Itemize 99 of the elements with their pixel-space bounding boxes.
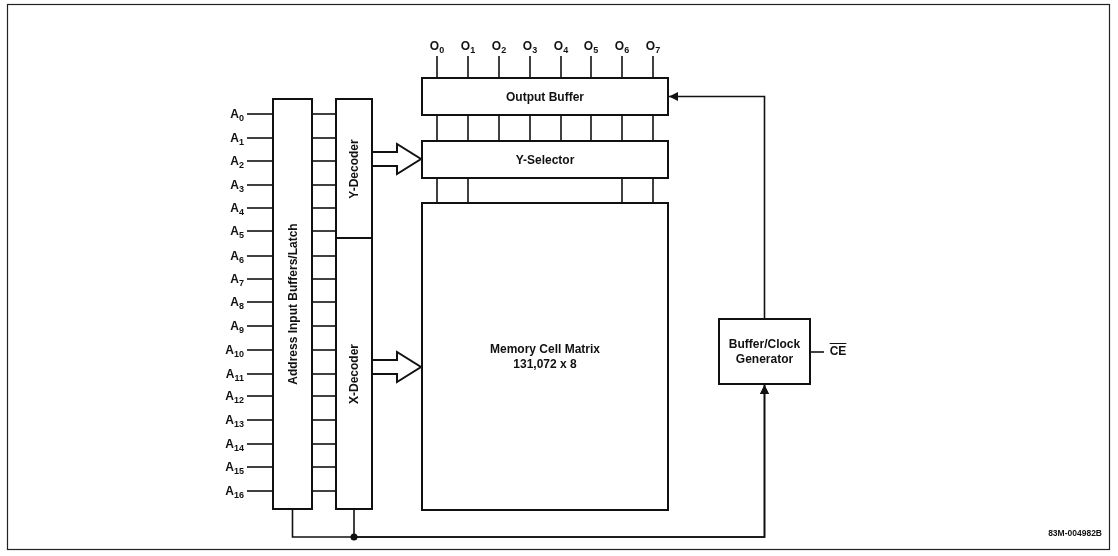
- pin-label: A$_{11}$: [212, 365, 244, 383]
- signal-line: [467, 55, 469, 78]
- signal-line: [312, 349, 336, 351]
- signal-line: [246, 419, 273, 421]
- block-label: Y-Decoder: [346, 138, 362, 199]
- signal-line: [312, 466, 336, 468]
- signal-line: [621, 55, 623, 78]
- signal-line: [312, 230, 336, 232]
- pin-label: A$_{12}$: [212, 387, 244, 405]
- pin-label: O$_{0}$: [423, 37, 451, 55]
- signal-line: [246, 466, 273, 468]
- pin-label: O$_{2}$: [485, 37, 513, 55]
- signal-line: [246, 349, 273, 351]
- signal-line: [498, 55, 500, 78]
- pin-label: A$_{4}$: [212, 199, 244, 217]
- signal-line: [621, 178, 623, 203]
- bus-arrow: [372, 350, 423, 384]
- pin-label: A$_{8}$: [212, 293, 244, 311]
- function-block: [335, 98, 373, 239]
- signal-line: [312, 255, 336, 257]
- signal-line: [312, 207, 336, 209]
- pin-label: A$_{15}$: [212, 458, 244, 476]
- signal-line: [246, 207, 273, 209]
- pin-label: A$_{14}$: [212, 435, 244, 453]
- signal-line: [246, 113, 273, 115]
- signal-line: [312, 137, 336, 139]
- pin-label: O$_{6}$: [608, 37, 636, 55]
- signal-line: [246, 443, 273, 445]
- pin-label: A$_{16}$: [212, 482, 244, 500]
- signal-line: [621, 115, 623, 141]
- pin-label: A$_{0}$: [212, 105, 244, 123]
- signal-line: [246, 160, 273, 162]
- signal-line: [590, 115, 592, 141]
- pin-label: A$_{2}$: [212, 152, 244, 170]
- arrow: [668, 92, 766, 319]
- signal-line: [312, 373, 336, 375]
- signal-line: [590, 55, 592, 78]
- pin-label: A$_{7}$: [212, 270, 244, 288]
- signal-line: [810, 351, 825, 353]
- block-label: Buffer/Clock Generator: [727, 336, 802, 367]
- pin-label: CE: [826, 342, 850, 360]
- signal-line: [652, 115, 654, 141]
- function-block: [272, 98, 313, 510]
- signal-line: [467, 115, 469, 141]
- drawing-number: 83M-004982B: [1047, 528, 1102, 538]
- pin-label: O$_{5}$: [577, 37, 605, 55]
- signal-line: [436, 178, 438, 203]
- signal-line: [246, 255, 273, 257]
- signal-line: [312, 113, 336, 115]
- signal-line: [246, 325, 273, 327]
- signal-line: [246, 230, 273, 232]
- signal-line: [498, 115, 500, 141]
- signal-line: [560, 55, 562, 78]
- signal-line: [312, 160, 336, 162]
- signal-line: [529, 115, 531, 141]
- pin-label: O$_{3}$: [516, 37, 544, 55]
- signal-line: [436, 55, 438, 78]
- block-label: Address Input Buffers/Latch: [285, 223, 300, 385]
- signal-line: [652, 55, 654, 78]
- signal-line: [652, 178, 654, 203]
- pin-label: A$_{1}$: [212, 129, 244, 147]
- function-block: [335, 237, 373, 510]
- signal-line: [312, 443, 336, 445]
- block-label: Y-Selector: [514, 152, 576, 167]
- signal-line: [246, 395, 273, 397]
- signal-line: [246, 490, 273, 492]
- block-label: Memory Cell Matrix 131,072 x 8: [488, 341, 601, 372]
- pin-label: O$_{4}$: [547, 37, 575, 55]
- signal-line: [529, 55, 531, 78]
- block-label: Output Buffer: [505, 89, 585, 104]
- bus-arrow: [372, 142, 423, 176]
- function-block: [421, 77, 669, 116]
- signal-line: [312, 395, 336, 397]
- pin-label: A$_{3}$: [212, 176, 244, 194]
- signal-line: [312, 184, 336, 186]
- signal-line: [246, 301, 273, 303]
- signal-line: [312, 301, 336, 303]
- signal-line: [436, 115, 438, 141]
- signal-line: [312, 325, 336, 327]
- signal-line: [312, 490, 336, 492]
- signal-line: [246, 184, 273, 186]
- pin-label: A$_{13}$: [212, 411, 244, 429]
- block-label: X-Decoder: [346, 343, 362, 404]
- pin-label: O$_{1}$: [454, 37, 482, 55]
- pin-label: A$_{10}$: [212, 341, 244, 359]
- signal-line: [312, 278, 336, 280]
- pin-label: A$_{9}$: [212, 317, 244, 335]
- function-block: [421, 202, 669, 511]
- signal-line: [560, 115, 562, 141]
- function-block: [421, 140, 669, 179]
- pin-label: A$_{5}$: [212, 222, 244, 240]
- signal-line: [246, 373, 273, 375]
- signal-line: [246, 137, 273, 139]
- pin-label: A$_{6}$: [212, 247, 244, 265]
- signal-line: [246, 278, 273, 280]
- signal-line: [467, 178, 469, 203]
- pin-label: O$_{7}$: [639, 37, 667, 55]
- signal-line: [312, 419, 336, 421]
- function-block: [718, 318, 811, 385]
